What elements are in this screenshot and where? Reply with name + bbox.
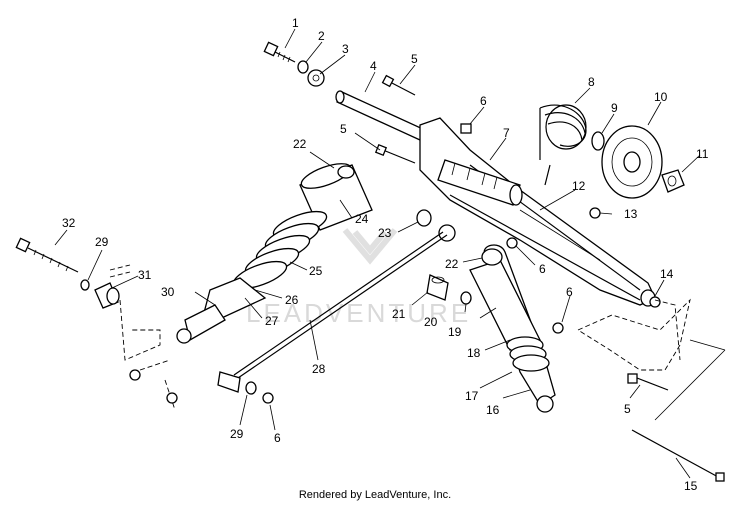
part-bolt-5b [374,143,416,164]
callout-13: 13 [624,207,638,221]
callout-14: 14 [660,267,674,281]
part-nut-6b [506,237,518,249]
part-bolt-5a [381,74,416,96]
part-shaft-4 [335,90,426,141]
callout-4: 4 [370,59,377,73]
part-nut-6c [552,322,564,334]
callout-6b: 6 [539,262,546,276]
callout-10: 10 [654,90,668,104]
part-bracket-left [109,264,178,411]
part-shock-right [469,244,556,413]
callout-12: 12 [572,179,586,193]
part-pin-14 [649,296,661,308]
callout-labels: 1 2 3 4 5 5 5 6 6 6 6 7 8 9 10 11 12 13 … [62,16,709,493]
callout-15: 15 [684,479,698,493]
part-sleeve-31 [94,282,120,309]
callout-25: 25 [309,264,323,278]
callout-23: 23 [378,226,392,240]
callout-24: 24 [355,212,369,226]
part-washer-29a [80,279,90,291]
part-washer-29b [245,381,257,395]
part-bolt-5c [627,373,669,391]
part-sleeve-7 [437,159,523,206]
callout-8: 8 [588,75,595,89]
part-bushing-21 [426,274,449,301]
callout-22b: 22 [445,257,459,271]
footer-credit: Rendered by LeadVenture, Inc. [298,489,452,501]
part-wheel-10 [601,125,663,199]
part-nut-13 [589,207,601,219]
callout-1: 1 [292,16,299,30]
callout-27: 27 [265,314,279,328]
callout-5c: 5 [624,402,631,416]
part-nut-6d [262,392,274,404]
callout-6d: 6 [274,431,281,445]
part-washer-20 [460,291,472,305]
callout-16: 16 [486,403,500,417]
callout-6a: 6 [480,94,487,108]
part-bushing-23 [416,209,456,242]
callout-7: 7 [503,126,510,140]
callout-29a: 29 [95,235,109,249]
callout-2: 2 [318,29,325,43]
callout-28: 28 [312,362,326,376]
callout-9: 9 [611,101,618,115]
watermark-text: LEADVENTURE [246,298,471,328]
callout-19: 19 [448,325,462,339]
callout-32: 32 [62,216,76,230]
watermark: LEADVENTURE [246,228,471,328]
part-washer-9 [591,131,605,151]
callout-18: 18 [467,346,481,360]
part-tie-rod-28 [217,231,448,393]
callout-leaders [54,28,701,479]
part-bushing-11 [661,169,685,193]
callout-6c: 6 [566,285,573,299]
callout-11: 11 [696,147,709,161]
part-spring-8 [539,104,587,186]
part-shock-left [176,163,373,344]
part-rod-15 [631,429,725,482]
callout-26: 26 [285,293,299,307]
callout-31: 31 [138,268,152,282]
callout-17: 17 [465,389,479,403]
callout-3: 3 [342,42,349,56]
part-bracket-right [577,298,691,371]
part-bolt-1 [263,41,296,63]
callout-30: 30 [161,285,175,299]
callout-5b: 5 [340,122,347,136]
callout-29b: 29 [230,427,244,441]
part-washer-2 [297,60,309,74]
callout-22a: 22 [293,137,307,151]
part-bolt-32 [15,237,79,273]
callout-20: 20 [424,315,438,329]
part-nut-6a [460,123,472,134]
callout-21: 21 [392,307,406,321]
callout-5a: 5 [411,52,418,66]
